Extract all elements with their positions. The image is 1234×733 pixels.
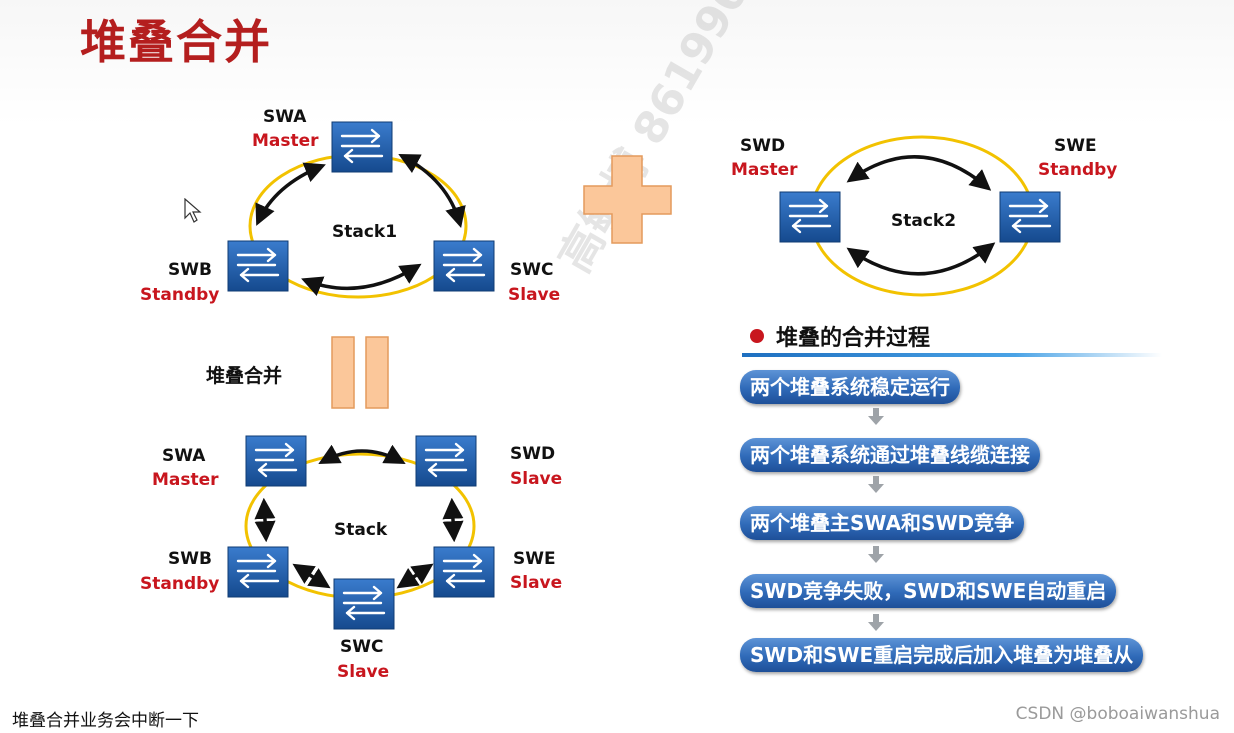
merged-swe-role: Slave [510,573,562,593]
merged-swc-icon [332,577,396,631]
merged-link-ce [396,563,434,589]
caption-text: 堆叠合并业务会中断一下 [12,711,199,731]
merged-swe-name: SWE [513,549,556,569]
stack1-swc-name: SWC [510,260,553,280]
merged-swc-name: SWC [340,637,383,657]
process-header-rule [742,353,1162,357]
stack1-swb-name: SWB [168,260,212,280]
stack2-label: Stack2 [891,211,956,231]
merged-swd-role: Slave [510,469,562,489]
equals-bar-right [365,336,389,409]
switch-swe-icon [998,190,1062,244]
merged-swe-icon [432,545,496,599]
merged-link-ad [318,444,406,465]
stack2-swd-name: SWD [740,136,785,156]
merged-stack-label: Stack [334,520,388,540]
stack1-link-bc [301,263,422,296]
slide: 堆叠合并 高敏博 86199091592 [0,0,1234,700]
merged-swb-name: SWB [168,549,212,569]
switch-swb-icon [226,239,290,293]
plus-icon [583,155,672,244]
down-arrow-icon [868,476,884,494]
slide-title: 堆叠合并 [80,15,272,69]
process-header-text: 堆叠的合并过程 [776,326,931,351]
merged-swa-icon [244,434,308,488]
merged-swd-name: SWD [510,444,555,464]
merged-swd-icon [414,434,478,488]
credit-text: CSDN @boboaiwanshua [1015,704,1220,724]
stack1-link-ab [255,162,326,226]
down-arrow-icon [868,614,884,632]
stack-diagram: Stack1 SWA Master SWB Standby SWC Slave … [140,107,1117,682]
merged-swb-icon [226,545,290,599]
process-header: 堆叠的合并过程 [742,318,1168,358]
merged-stack-group: Stack SWA Master SWD Slave SWB Standby S… [140,434,562,682]
process-step-4: SWD竞争失败，SWD和SWE自动重启 [740,574,1117,608]
stack2-swe-name: SWE [1054,136,1097,156]
down-arrow-icon [868,408,884,426]
down-arrow-icon [868,546,884,564]
stack1-group: Stack1 SWA Master SWB Standby SWC Slave [140,107,560,305]
merged-link-bc [292,563,331,589]
stack1-swa-role: Master [252,131,319,151]
switch-swd-icon [778,190,842,244]
stack2-swd-role: Master [731,160,798,180]
stack2-link-bottom [846,242,996,276]
switch-swc-icon [432,239,496,293]
process-step-2: 两个堆叠系统通过堆叠线缆连接 [740,438,1040,472]
stack1-swb-role: Standby [140,285,219,305]
stack1-label: Stack1 [332,222,397,242]
mouse-cursor-icon [184,198,202,223]
merged-link-de [442,497,464,543]
switch-swa-icon [330,120,394,174]
merged-swa-name: SWA [162,446,206,466]
equals-bar-left [331,336,355,409]
stack1-link-ac [398,154,466,229]
process-step-3: 两个堆叠主SWA和SWD竞争 [740,506,1025,540]
stack1-swc-role: Slave [508,285,560,305]
stack2-swe-role: Standby [1038,160,1117,180]
merged-link-ab [254,497,276,543]
bullet-dot-icon [750,329,764,343]
merged-swa-role: Master [152,470,219,490]
stack2-link-top [846,155,992,191]
merge-label: 堆叠合并 [206,364,282,387]
stack2-group: Stack2 SWD Master SWE Standby [731,135,1117,297]
merged-swb-role: Standby [140,574,219,594]
process-step-5: SWD和SWE重启完成后加入堆叠为堆叠从 [740,638,1144,672]
process-step-1: 两个堆叠系统稳定运行 [740,370,960,404]
merged-swc-role: Slave [337,662,389,682]
stack1-swa-name: SWA [263,107,307,127]
